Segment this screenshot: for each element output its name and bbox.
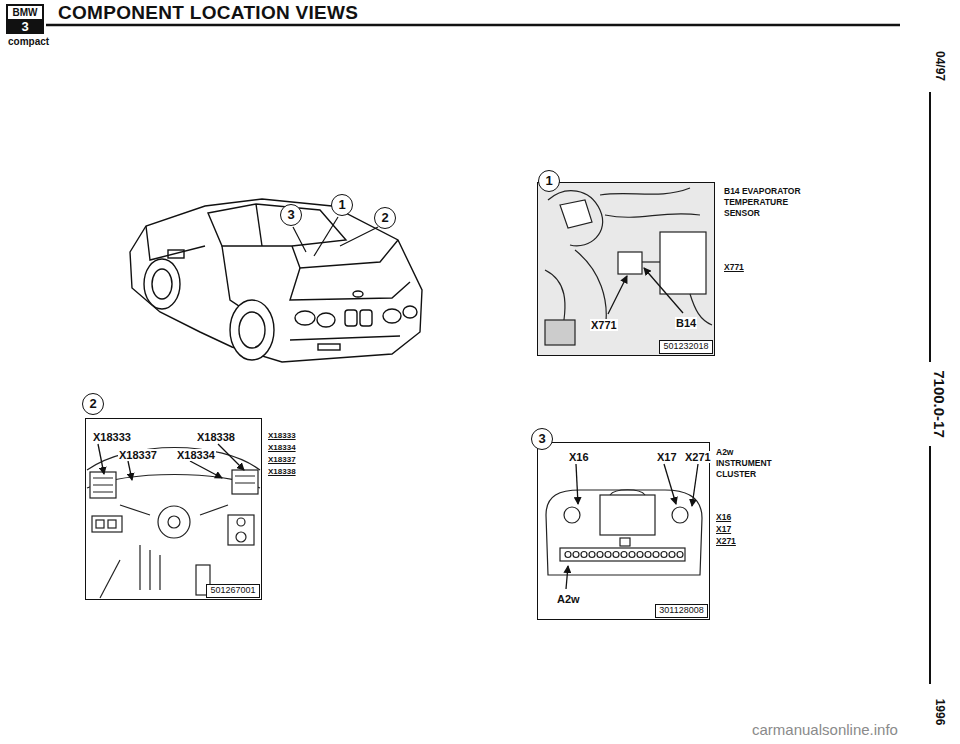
connector-label: X18338 bbox=[196, 431, 236, 443]
connector-label: X18337 bbox=[118, 449, 158, 461]
connector-name: X17 bbox=[716, 525, 731, 534]
leader-line bbox=[98, 444, 244, 480]
connector-name: X18334 bbox=[268, 444, 296, 453]
connector-name: X18338 bbox=[268, 468, 296, 477]
node-text: 3 bbox=[538, 432, 545, 446]
node-text: 3 bbox=[8, 19, 42, 34]
connector-label: A2w bbox=[556, 593, 581, 605]
connector-label: X271 bbox=[684, 451, 712, 463]
header-rule bbox=[46, 24, 900, 27]
leader-line bbox=[566, 464, 698, 589]
car-drawing bbox=[130, 199, 422, 362]
page-title: COMPONENT LOCATION VIEWS bbox=[58, 3, 358, 24]
callout-number: 2 bbox=[374, 207, 396, 229]
page-number: 7100.0-17 bbox=[931, 370, 948, 438]
node-text: 3 bbox=[287, 208, 294, 222]
figure-id: 501267001 bbox=[210, 586, 255, 596]
connector-label: X16 bbox=[568, 451, 590, 463]
node-text: 2 bbox=[381, 211, 388, 225]
date-code: 04/97 bbox=[932, 51, 945, 81]
connector-label: B14 bbox=[675, 317, 697, 329]
node-text: 1 bbox=[545, 174, 552, 188]
connector-name: X18333 bbox=[268, 432, 296, 441]
watermark: carmanualsonline.info bbox=[752, 722, 898, 739]
figure-id: 501232018 bbox=[663, 342, 708, 352]
node-text: 1 bbox=[338, 198, 345, 212]
callout-number: 3 bbox=[531, 428, 553, 450]
model-year: 1996 bbox=[932, 699, 945, 726]
instrument-cluster-drawing bbox=[546, 490, 702, 575]
margin-rule bbox=[929, 446, 931, 684]
node-text: 2 bbox=[89, 397, 96, 411]
figure-number: 501267001 bbox=[206, 584, 260, 598]
connector-name: X271 bbox=[716, 537, 736, 546]
connector-label: X18333 bbox=[92, 431, 132, 443]
node-text: BMW bbox=[8, 6, 42, 19]
callout-number: 1 bbox=[331, 194, 353, 216]
inset-view: X18333X18338X18337X183342501267001 bbox=[85, 418, 262, 600]
dashboard-drawing bbox=[87, 448, 260, 599]
connector-name: X771 bbox=[724, 263, 744, 272]
leader-line bbox=[608, 268, 683, 314]
component-name: A2w INSTRUMENT CLUSTER bbox=[716, 447, 788, 480]
evaporator-photo bbox=[538, 183, 714, 355]
connector-name: X18337 bbox=[268, 456, 296, 465]
figure-id: 301128008 bbox=[659, 606, 703, 616]
connector-label: X18334 bbox=[176, 449, 216, 461]
margin-rule bbox=[929, 92, 931, 362]
inset-view: X16X17X271A2w3301128008 bbox=[537, 442, 710, 620]
subtitle: compact bbox=[8, 36, 49, 47]
callout-number: 1 bbox=[538, 170, 560, 192]
inset-view: X771B141501232018 bbox=[537, 182, 715, 356]
callout-number: 3 bbox=[280, 204, 302, 226]
connector-label: X17 bbox=[656, 451, 678, 463]
figure-number: 501232018 bbox=[659, 340, 713, 354]
callout-number: 2 bbox=[82, 393, 104, 415]
component-name: B14 EVAPORATOR TEMPERATURE SENSOR bbox=[724, 186, 802, 219]
connector-name: X16 bbox=[716, 513, 731, 522]
logo-badge: BMW3 bbox=[6, 4, 44, 34]
leader-line bbox=[293, 217, 378, 256]
connector-label: X771 bbox=[590, 319, 618, 331]
figure-number: 301128008 bbox=[655, 604, 708, 618]
